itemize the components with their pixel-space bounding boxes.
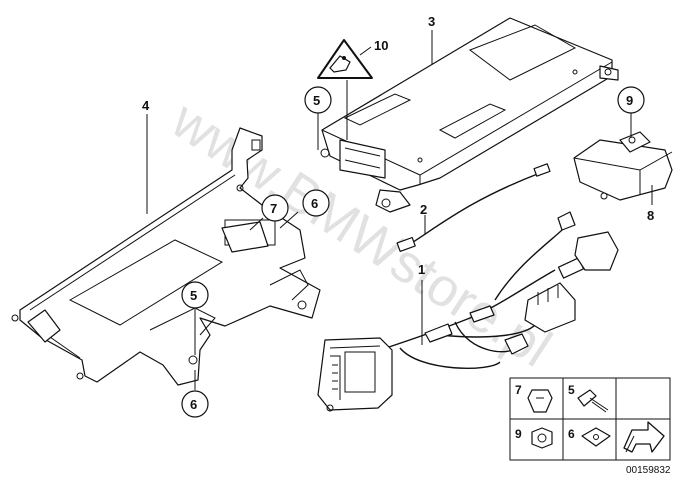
legend-cell-9: 9 bbox=[515, 427, 553, 449]
svg-text:7: 7 bbox=[270, 201, 277, 216]
callout-5-top: 5 bbox=[304, 86, 332, 114]
svg-text:9: 9 bbox=[515, 427, 522, 441]
legend-cell-6: 6 bbox=[568, 427, 611, 447]
callout-4: 4 bbox=[142, 98, 150, 113]
svg-text:5: 5 bbox=[568, 383, 575, 397]
callout-10: 10 bbox=[374, 38, 388, 53]
bracket-plate bbox=[11, 127, 321, 386]
callout-9-top: 9 bbox=[617, 86, 645, 114]
svg-text:6: 6 bbox=[190, 397, 197, 412]
control-unit bbox=[320, 17, 619, 213]
callout-6-bracket: 6 bbox=[302, 189, 330, 217]
callout-7-bracket: 7 bbox=[261, 194, 289, 222]
callout-1: 1 bbox=[418, 262, 425, 277]
diagram-code: 00159832 bbox=[626, 465, 671, 476]
warning-triangle-icon bbox=[317, 39, 373, 79]
fastener-legend: 7 5 9 6 bbox=[509, 377, 671, 461]
legend-cell-7: 7 bbox=[515, 383, 553, 413]
callout-5-bottom: 5 bbox=[181, 281, 209, 309]
leader-lines bbox=[146, 30, 653, 390]
small-module bbox=[573, 131, 673, 201]
legend-cell-5: 5 bbox=[568, 383, 609, 413]
svg-text:9: 9 bbox=[626, 93, 633, 108]
callout-6-bottom: 6 bbox=[181, 390, 209, 418]
svg-text:7: 7 bbox=[515, 383, 522, 397]
callout-2: 2 bbox=[420, 202, 427, 217]
callout-3: 3 bbox=[428, 14, 435, 29]
svg-text:6: 6 bbox=[568, 427, 575, 441]
svg-text:5: 5 bbox=[313, 93, 320, 108]
svg-text:6: 6 bbox=[311, 196, 318, 211]
svg-text:5: 5 bbox=[190, 288, 197, 303]
sticker-pad bbox=[221, 221, 269, 253]
callout-8: 8 bbox=[647, 208, 654, 223]
wiring-harness bbox=[317, 211, 619, 412]
arrow-icon bbox=[623, 421, 665, 453]
antenna-cable bbox=[396, 163, 551, 253]
